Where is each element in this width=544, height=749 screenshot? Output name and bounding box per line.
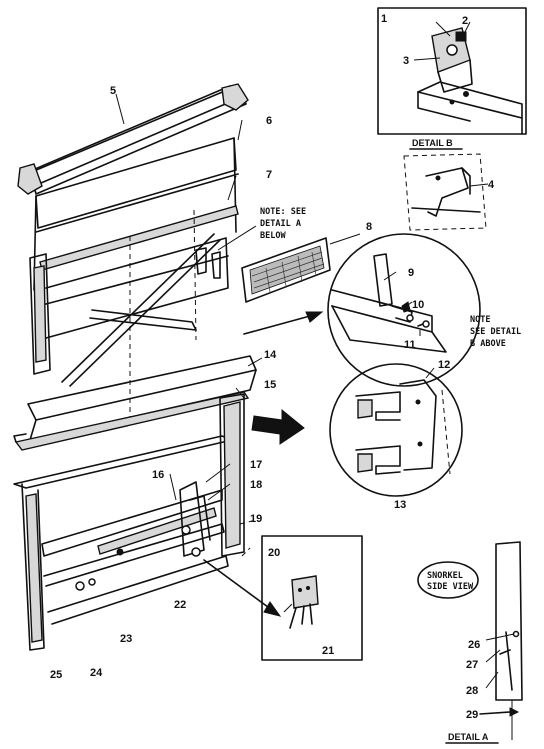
- detail-b-caption: DETAIL B: [412, 138, 453, 148]
- note-see-detail-a: NOTE: SEE DETAIL A BELOW: [260, 207, 306, 241]
- bottom-rail-part-14: [13, 355, 263, 451]
- label-16: 16: [152, 469, 164, 481]
- label-14: 14: [264, 349, 277, 361]
- label-2: 2: [462, 15, 468, 27]
- label-3: 3: [403, 55, 409, 67]
- pointer-arrow-top: [243, 311, 324, 335]
- label-4: 4: [488, 179, 495, 191]
- label-24: 24: [90, 667, 103, 679]
- label-17: 17: [250, 459, 262, 471]
- note-b-line-1: NOTE: [470, 315, 490, 325]
- label-13: 13: [394, 499, 406, 511]
- detail-circle-hinge: [327, 233, 481, 387]
- pointer-arrow-big: [251, 408, 305, 445]
- label-6: 6: [266, 115, 272, 127]
- label-21: 21: [322, 645, 334, 657]
- label-18: 18: [250, 479, 262, 491]
- detail-b-box: [377, 7, 527, 135]
- snorkel-line-2: SIDE VIEW: [427, 582, 474, 592]
- label-8: 8: [366, 221, 372, 233]
- part-4-bracket-box: [403, 153, 489, 231]
- roller-assembly: [17, 83, 249, 195]
- note-a-line-2: DETAIL A: [260, 219, 301, 229]
- note-b-line-2: SEE DETAIL: [470, 327, 521, 337]
- label-15: 15: [264, 379, 276, 391]
- pointer-arrow-bottom: [203, 559, 282, 617]
- label-25: 25: [50, 669, 62, 681]
- detail-circle-channel: [329, 363, 463, 497]
- label-19: 19: [250, 513, 262, 525]
- screen-frame: [29, 119, 243, 420]
- label-10: 10: [412, 299, 424, 311]
- label-5: 5: [110, 85, 116, 97]
- label-11: 11: [404, 339, 416, 351]
- label-9: 9: [408, 267, 414, 279]
- detail-a-caption: DETAIL A: [448, 732, 489, 742]
- part-20-21-box: [261, 535, 363, 661]
- snorkel-side-view-label: SNORKEL SIDE VIEW: [427, 571, 474, 592]
- label-28: 28: [466, 685, 478, 697]
- note-a-line-1: NOTE: SEE: [260, 207, 306, 217]
- label-7: 7: [266, 169, 272, 181]
- label-29: 29: [466, 709, 478, 721]
- label-1: 1: [381, 13, 387, 25]
- label-22: 22: [174, 599, 186, 611]
- lower-frame-assembly: [13, 387, 257, 651]
- note-a-line-3: BELOW: [260, 231, 286, 241]
- label-26: 26: [468, 639, 480, 651]
- snorkel-line-1: SNORKEL: [427, 571, 463, 581]
- snorkel-side-view: [417, 541, 523, 740]
- note-b-line-3: B ABOVE: [470, 339, 506, 349]
- label-23: 23: [120, 633, 132, 645]
- note-see-detail-b: NOTE SEE DETAIL B ABOVE: [470, 315, 521, 349]
- screen-panel-part-8: [217, 225, 361, 303]
- label-12: 12: [438, 359, 450, 371]
- label-20: 20: [268, 547, 280, 559]
- label-27: 27: [466, 659, 478, 671]
